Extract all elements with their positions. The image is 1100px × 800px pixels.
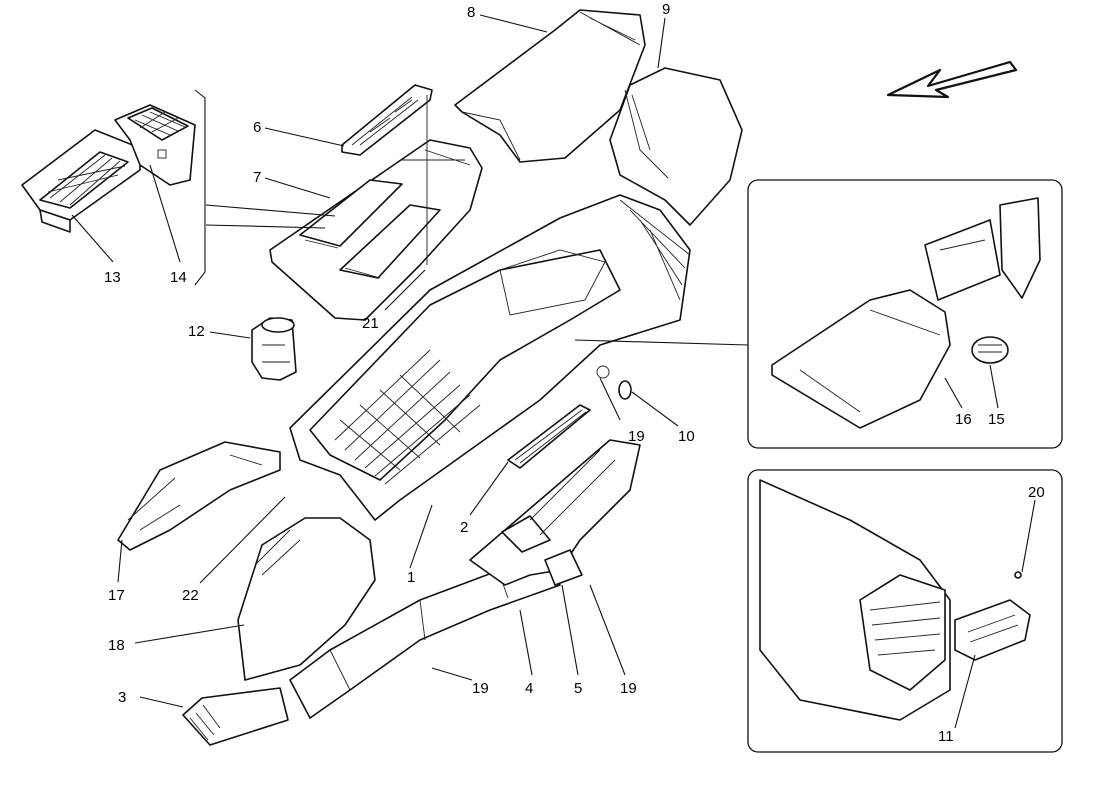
callout-15: 15 [988,411,1005,428]
callout-7: 7 [253,169,261,186]
callout-3: 3 [118,689,126,706]
part-10-ring [618,380,632,400]
callout-18: 22 [182,587,199,604]
leader-lines [71,14,1036,729]
callout-17: 17 [108,587,125,604]
part-5-duct-connector [469,439,641,586]
part-12-socket [251,317,297,381]
callout-13: 13 [104,269,121,286]
callout-9: 9 [662,1,670,18]
part-20-screw [1014,571,1022,579]
part-18-lower-cover [237,517,376,681]
callout-11: 11 [938,728,954,745]
part-8-armrest-lid [454,9,646,163]
callout-1: 1 [407,569,415,586]
callout-19b: 19 [472,680,489,697]
callout-5: 5 [574,680,582,697]
part-14-vent-housing [114,104,196,186]
callout-10: 10 [678,428,695,445]
callout-labels: 1 2 3 4 5 6 7 8 9 10 11 12 13 14 15 16 1… [104,1,1045,745]
part-3-outlet [182,687,289,746]
part-13-vent-grille [21,129,141,233]
callout-21: 21 [362,315,379,332]
view-direction-arrow-top [886,60,1018,99]
callout-14: 14 [170,269,187,286]
part-15-grommet [971,336,1009,364]
part-1-main-console [289,194,691,521]
callout-8: 8 [467,4,475,21]
part-7-console-panel [269,95,483,321]
part-2-grille-strip [507,404,591,469]
callout-20: 20 [1028,484,1045,501]
callout-19c: 19 [620,680,637,697]
callout-18b: 18 [108,637,125,654]
callout-4: 4 [525,680,533,697]
part-6-insert [341,84,433,156]
callout-6: 6 [253,119,261,136]
callout-12: 12 [188,323,205,340]
callout-2: 2 [460,519,468,536]
bracket-line-group-7 [194,89,206,286]
part-17-side-panel [117,441,281,551]
inset-box-lower [747,469,1063,753]
callout-16: 16 [955,411,972,428]
part-9-rear-cover [609,67,743,226]
inset-box-upper [747,179,1063,449]
callout-19a: 19 [628,428,645,445]
